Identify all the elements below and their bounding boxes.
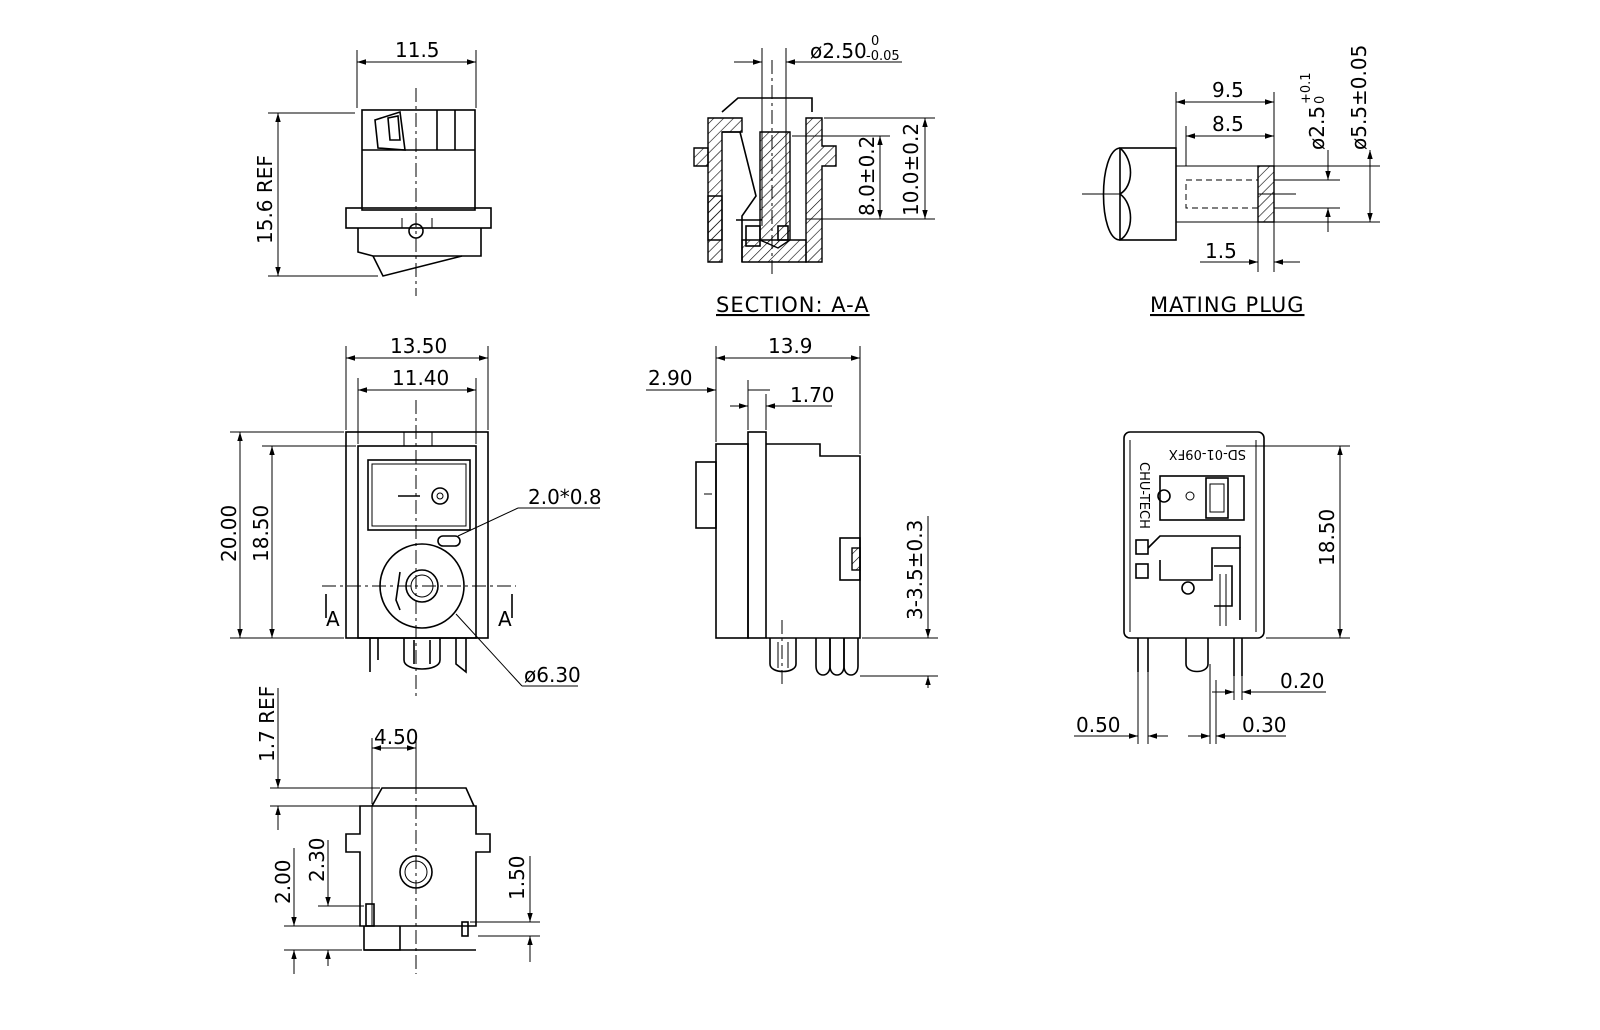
front-view: A A 13.50 11.40 20.00 18.50 2.0*0.8 ø6.3… [217,334,602,696]
dim-plug-len-2: 8.5 [1212,112,1244,136]
section-view: ø2.50 0 -0.05 8.0±0.2 10.0±0.2 SECTION: … [693,34,935,317]
dim-bottom-width: 4.50 [374,725,419,749]
bottom-view: 1.7 REF 4.50 2.30 2.00 1.50 [255,686,540,974]
rear-view: SD-01-09FX CHU-TECH 18.50 0.20 [1074,431,1350,744]
section-mark-right: A [498,607,512,631]
dim-top-width: 11.5 [395,38,440,62]
dim-section-depth-2: 10.0±0.2 [899,123,923,216]
dim-bottom-ref: 1.7 REF [255,686,279,762]
rear-label-line2: CHU-TECH [1136,462,1151,529]
section-title: SECTION: A-A [716,293,870,317]
dim-section-hole-tol-lower: -0.05 [866,49,900,64]
mating-plug-view: 9.5 8.5 ø2.5 +0.1 0 ø5.5±0.05 1.5 MATING… [1082,45,1380,317]
dim-plug-tip: 1.5 [1205,239,1237,263]
dim-side-pins: 3-3.5±0.3 [903,520,927,620]
dim-plug-pin-tol-lower: 0 [1313,96,1328,104]
dim-side-flange: 2.90 [648,366,693,390]
mating-plug-title: MATING PLUG [1150,293,1305,317]
dim-side-width: 13.9 [768,334,813,358]
dim-side-step: 1.70 [790,383,835,407]
dim-bottom-h-230: 2.30 [305,837,329,882]
dim-bottom-h-150: 1.50 [505,855,529,900]
dim-front-width-outer: 13.50 [390,334,447,358]
dim-top-height: 15.6 REF [253,155,277,244]
top-view: 11.5 15.6 REF [253,38,492,296]
rear-label-line1: SD-01-09FX [1169,446,1246,461]
dim-section-hole: ø2.50 [810,39,867,63]
dim-plug-pin-tol-upper: +0.1 [1299,72,1314,104]
dim-front-slot: 2.0*0.8 [528,485,602,509]
dim-front-jack: ø6.30 [524,663,581,687]
dim-plug-len-1: 9.5 [1212,78,1244,102]
dim-rear-height: 18.50 [1315,509,1339,566]
dim-plug-pin: ø2.5 [1305,106,1329,150]
dim-plug-outer: ø5.5±0.05 [1347,45,1371,150]
dim-rear-pin-050: 0.50 [1076,713,1121,737]
dim-rear-pin-030: 0.30 [1242,713,1287,737]
dim-front-height-inner: 18.50 [249,505,273,562]
dim-section-depth-1: 8.0±0.2 [855,136,879,216]
dim-section-hole-tol-upper: 0 [871,34,879,49]
side-view: 13.9 2.90 1.70 3-3.5±0.3 [646,334,938,688]
dim-front-width-inner: 11.40 [392,366,449,390]
section-mark-left: A [326,607,340,631]
dim-rear-pin-020: 0.20 [1280,669,1325,693]
dim-bottom-h-200: 2.00 [271,859,295,904]
dim-front-height-outer: 20.00 [217,505,241,562]
